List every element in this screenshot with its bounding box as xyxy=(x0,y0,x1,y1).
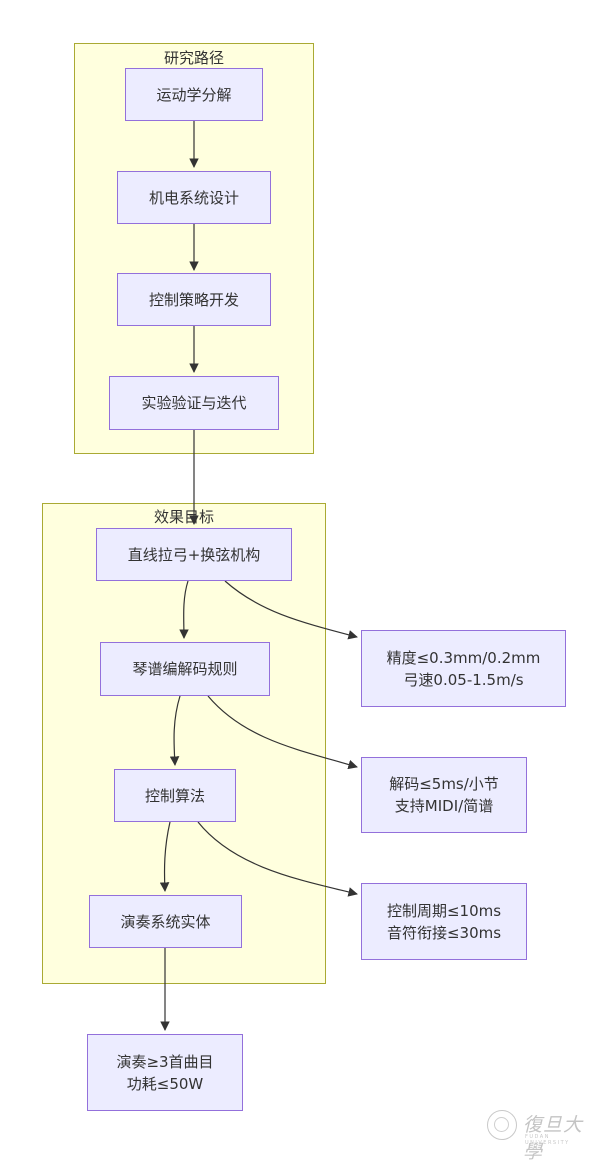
edge-g3-s3 xyxy=(197,821,358,897)
node-spec-timing: 控制周期≤10ms 音符衔接≤30ms xyxy=(361,883,527,960)
cluster-goals-title: 效果目标 xyxy=(153,508,214,526)
node-label-line2: 音符衔接≤30ms xyxy=(386,923,502,942)
node-label-line2: 支持MIDI/简谱 xyxy=(394,797,494,815)
seal-icon xyxy=(487,1110,517,1140)
node-label: 控制算法 xyxy=(144,786,205,805)
node-label-line1: 演奏≥3首曲目 xyxy=(116,1052,214,1071)
node-label: 琴谱编解码规则 xyxy=(132,660,238,678)
university-watermark: 復旦大學 FUDAN UNIVERSITY xyxy=(487,1108,597,1163)
node-label: 演奏系统实体 xyxy=(120,912,211,931)
node-kinematic-decomposition: 运动学分解 xyxy=(125,68,263,121)
node-experiment-iteration: 实验验证与迭代 xyxy=(109,376,279,430)
node-label: 运动学分解 xyxy=(156,85,232,104)
node-label-line2: 功耗≤50W xyxy=(126,1074,204,1093)
edge-g2-g3 xyxy=(169,695,181,766)
node-final-performance: 演奏≥3首曲目 功耗≤50W xyxy=(87,1034,243,1111)
node-label: 控制策略开发 xyxy=(148,290,239,309)
cluster-research-title: 研究路径 xyxy=(163,49,224,67)
edge-g1-s1 xyxy=(224,580,358,640)
node-control-strategy: 控制策略开发 xyxy=(117,273,271,326)
edge-g2-s2 xyxy=(207,695,358,770)
watermark-subtext: FUDAN UNIVERSITY xyxy=(525,1134,570,1146)
node-label: 直线拉弓+换弦机构 xyxy=(127,545,261,564)
node-label: 实验验证与迭代 xyxy=(141,394,247,412)
edge-g1-g2 xyxy=(179,580,189,639)
node-control-algorithm: 控制算法 xyxy=(114,769,236,822)
node-spec-decoding: 解码≤5ms/小节 支持MIDI/简谱 xyxy=(361,757,527,833)
node-label-line1: 控制周期≤10ms xyxy=(386,901,502,920)
node-label-line2: 弓速0.05-1.5m/s xyxy=(403,670,524,689)
node-spec-precision: 精度≤0.3mm/0.2mm 弓速0.05-1.5m/s xyxy=(361,630,566,707)
node-label-line1: 精度≤0.3mm/0.2mm xyxy=(386,648,541,667)
edge-g3-g4 xyxy=(159,821,171,892)
node-label: 机电系统设计 xyxy=(148,188,239,207)
node-bowing-mechanism: 直线拉弓+换弦机构 xyxy=(96,528,292,581)
node-label-line1: 解码≤5ms/小节 xyxy=(389,775,499,793)
node-performance-system: 演奏系统实体 xyxy=(89,895,242,948)
node-electromechanical-design: 机电系统设计 xyxy=(117,171,271,224)
node-score-codec: 琴谱编解码规则 xyxy=(100,642,270,696)
